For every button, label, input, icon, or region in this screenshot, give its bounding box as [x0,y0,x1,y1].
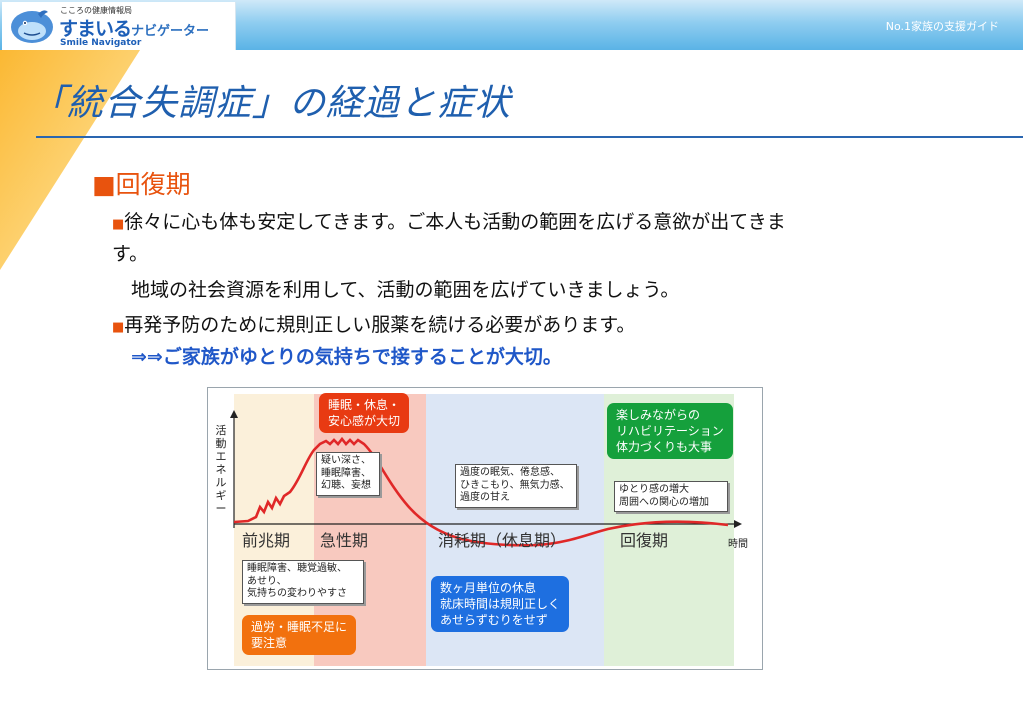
logo-title-sub: ナビゲーター [131,24,210,39]
callout-prodrome: 過労・睡眠不足に 要注意 [242,615,357,655]
header-bar: こころの健康情報局 すまいるナビゲーター Smile Navigator No.… [0,0,1023,50]
logo-tagline: こころの健康情報局 [60,6,132,15]
bullet-line-1: ■徐々に心も体も安定してきます。ご本人も活動の範囲を広げる意欲が出てきま [112,207,786,234]
phase-label-exhaustion: 消耗期（休息期） [438,531,567,550]
emphasis-line: ⇒⇒ご家族がゆとりの気持ちで接することが大切。 [131,346,562,368]
curve-layer [230,410,742,547]
logo-title-main: すまいる [59,18,132,40]
callout-acute: 睡眠・休息・ 安心感が大切 [319,393,410,433]
dolphin-icon [11,10,53,43]
note-exhaustion-symptoms: 過度の眠気、倦怠感、 ひきこもり、無気力感、 過度の甘え [455,464,577,508]
energy-curve [233,436,729,547]
title-divider [36,136,1023,138]
course-diagram: 活動エネルギー 時間 前兆期 急性期 消耗期（休息期） 回復期 疑い深さ、 睡眠… [207,387,763,670]
bullet-text-1: 徐々に心も体も安定してきます。ご本人も活動の範囲を広げる意欲が出てきま [124,211,786,233]
phase-label-recovery: 回復期 [620,531,669,550]
decorative-wedge [0,50,140,270]
bullet-mark: ■ [112,217,125,232]
page-title: 「統合失調症」の経過と症状 [30,83,512,124]
x-axis-label: 時間 [728,539,748,550]
bullet-text-2: 再発予防のために規則正しい服薬を続ける必要があります。 [124,314,636,336]
logo-title: すまいるナビゲーター [59,14,209,41]
note-prodrome-symptoms: 睡眠障害、聴覚過敏、 あせり、 気持ちの変わりやすさ [242,560,364,604]
note-recovery-symptoms: ゆとり感の増大 周囲への関心の増加 [614,481,728,512]
phase-label-prodrome: 前兆期 [242,531,291,550]
callout-exhaustion: 数ヶ月単位の休息 就床時間は規則正しく あせらずむりをせず [431,576,570,632]
guide-label: No.1家族の支援ガイド [885,20,999,33]
logo-english-name: Smile Navigator [60,38,142,48]
bullet-line-1-cont: す。 [112,243,149,265]
bullet-mark: ■ [112,320,125,335]
callout-recovery: 楽しみながらの リハビリテーション 体力づくりも大事 [607,403,733,459]
y-axis-label: 活動エネルギー [215,424,227,515]
note-acute-symptoms: 疑い深さ、 睡眠障害、 幻聴、妄想 [316,452,380,496]
x-axis-arrow [734,520,742,528]
bullet-line-1-sub: 地域の社会資源を利用して、活動の範囲を広げていきましょう。 [131,279,680,301]
bullet-line-2: ■再発予防のために規則正しい服薬を続ける必要があります。 [112,310,635,337]
site-logo[interactable]: こころの健康情報局 すまいるナビゲーター Smile Navigator [2,2,236,50]
section-heading: ■回復期 [92,170,191,199]
phase-label-acute: 急性期 [320,531,369,550]
y-axis-arrow [230,410,238,418]
